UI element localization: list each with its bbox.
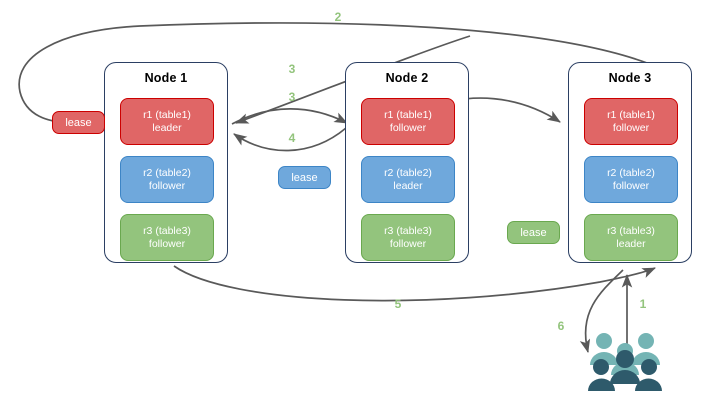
node-1-replica-r1[interactable]: r1 (table1) leader <box>120 98 214 145</box>
step-label-1: 1 <box>639 297 647 311</box>
replica-role: follower <box>389 121 427 134</box>
step-label-3a: 3 <box>288 62 296 76</box>
step-label-3b: 3 <box>288 90 296 104</box>
arrow-step-4 <box>233 127 347 152</box>
node-2-replica-r3[interactable]: r3 (table3) follower <box>361 214 455 261</box>
replica-name: r2 (table2) <box>384 166 432 179</box>
replica-name: r3 (table3) <box>143 224 191 237</box>
node-2-replica-r2[interactable]: r2 (table2) leader <box>361 156 455 203</box>
replica-name: r3 (table3) <box>384 224 432 237</box>
replica-role: leader <box>152 121 182 134</box>
node-2-title: Node 2 <box>385 71 429 85</box>
step-label-6: 6 <box>557 319 565 333</box>
arrow-step-2 <box>18 22 663 128</box>
node-3-replica-r2[interactable]: r2 (table2) follower <box>584 156 678 203</box>
replica-role: follower <box>612 121 650 134</box>
replica-role: leader <box>393 179 423 192</box>
users-group-icon <box>588 333 662 391</box>
node-3[interactable]: Node 3 r1 (table1) follower r2 (table2) … <box>568 62 692 263</box>
node-1-replica-r3[interactable]: r3 (table3) follower <box>120 214 214 261</box>
arrow-step-6 <box>579 269 624 353</box>
replica-name: r1 (table1) <box>143 108 191 121</box>
step-label-4: 4 <box>288 131 296 145</box>
lease-table3[interactable]: lease <box>507 221 560 244</box>
arrow-step-5 <box>173 265 656 302</box>
replica-name: r2 (table2) <box>143 166 191 179</box>
node-3-title: Node 3 <box>608 71 652 85</box>
step-label-5: 5 <box>394 297 402 311</box>
replica-role: follower <box>389 237 427 250</box>
replica-role: follower <box>148 237 186 250</box>
step-label-2: 2 <box>334 10 342 24</box>
node-2-replica-r1[interactable]: r1 (table1) follower <box>361 98 455 145</box>
replica-role: leader <box>616 237 646 250</box>
replica-role: follower <box>612 179 650 192</box>
lease-table2[interactable]: lease <box>278 166 331 189</box>
node-1[interactable]: Node 1 r1 (table1) leader r2 (table2) fo… <box>104 62 228 263</box>
node-3-replica-r1[interactable]: r1 (table1) follower <box>584 98 678 145</box>
replica-name: r3 (table3) <box>607 224 655 237</box>
replica-name: r1 (table1) <box>607 108 655 121</box>
arrow-step-3-n1-n2 <box>231 108 348 125</box>
node-1-replica-r2[interactable]: r2 (table2) follower <box>120 156 214 203</box>
replica-role: follower <box>148 179 186 192</box>
node-1-title: Node 1 <box>144 71 188 85</box>
lease-table1[interactable]: lease <box>52 111 105 134</box>
node-3-replica-r3[interactable]: r3 (table3) leader <box>584 214 678 261</box>
replica-name: r2 (table2) <box>607 166 655 179</box>
replica-name: r1 (table1) <box>384 108 432 121</box>
node-2[interactable]: Node 2 r1 (table1) follower r2 (table2) … <box>345 62 469 263</box>
